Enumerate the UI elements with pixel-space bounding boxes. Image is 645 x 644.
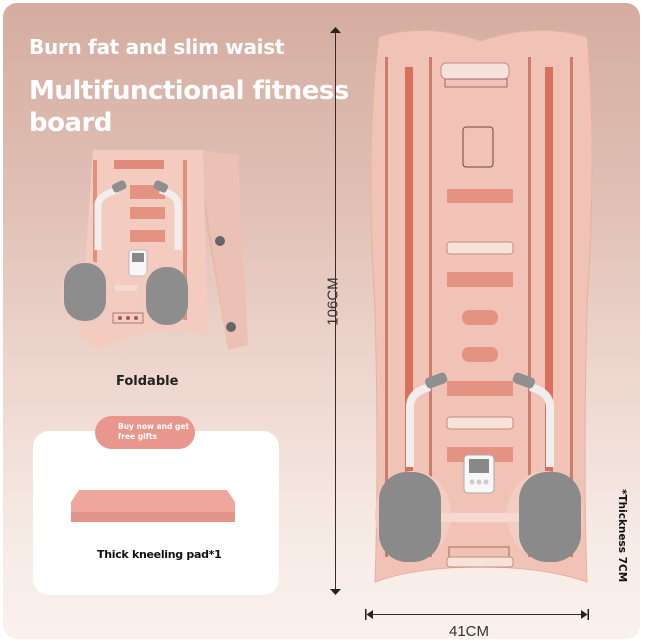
tagline: Burn fat and slim waist: [29, 35, 285, 59]
kneeling-pad-label: Thick kneeling pad*1: [97, 548, 222, 561]
length-label: 106CM: [324, 277, 342, 326]
width-label: 41CM: [449, 623, 490, 639]
length-dimension-line: [335, 31, 336, 591]
width-dimension-line: [369, 614, 585, 615]
fitness-board-image: [370, 29, 593, 583]
length-arrow-top-icon: [330, 27, 341, 33]
foldable-label: Foldable: [116, 374, 179, 389]
product-title: Multifunctional fitness board: [29, 76, 349, 138]
kneeling-pad-image: [71, 490, 235, 522]
folded-board-image: [61, 150, 248, 350]
gift-badge: Buy now and get free gifts: [95, 416, 195, 449]
product-panel: Burn fat and slim waist Multifunctional …: [3, 3, 640, 639]
thickness-label: *Thickness 7CM: [616, 489, 628, 583]
width-arrow-right-icon: [581, 609, 589, 620]
length-arrow-bottom-icon: [330, 589, 341, 595]
